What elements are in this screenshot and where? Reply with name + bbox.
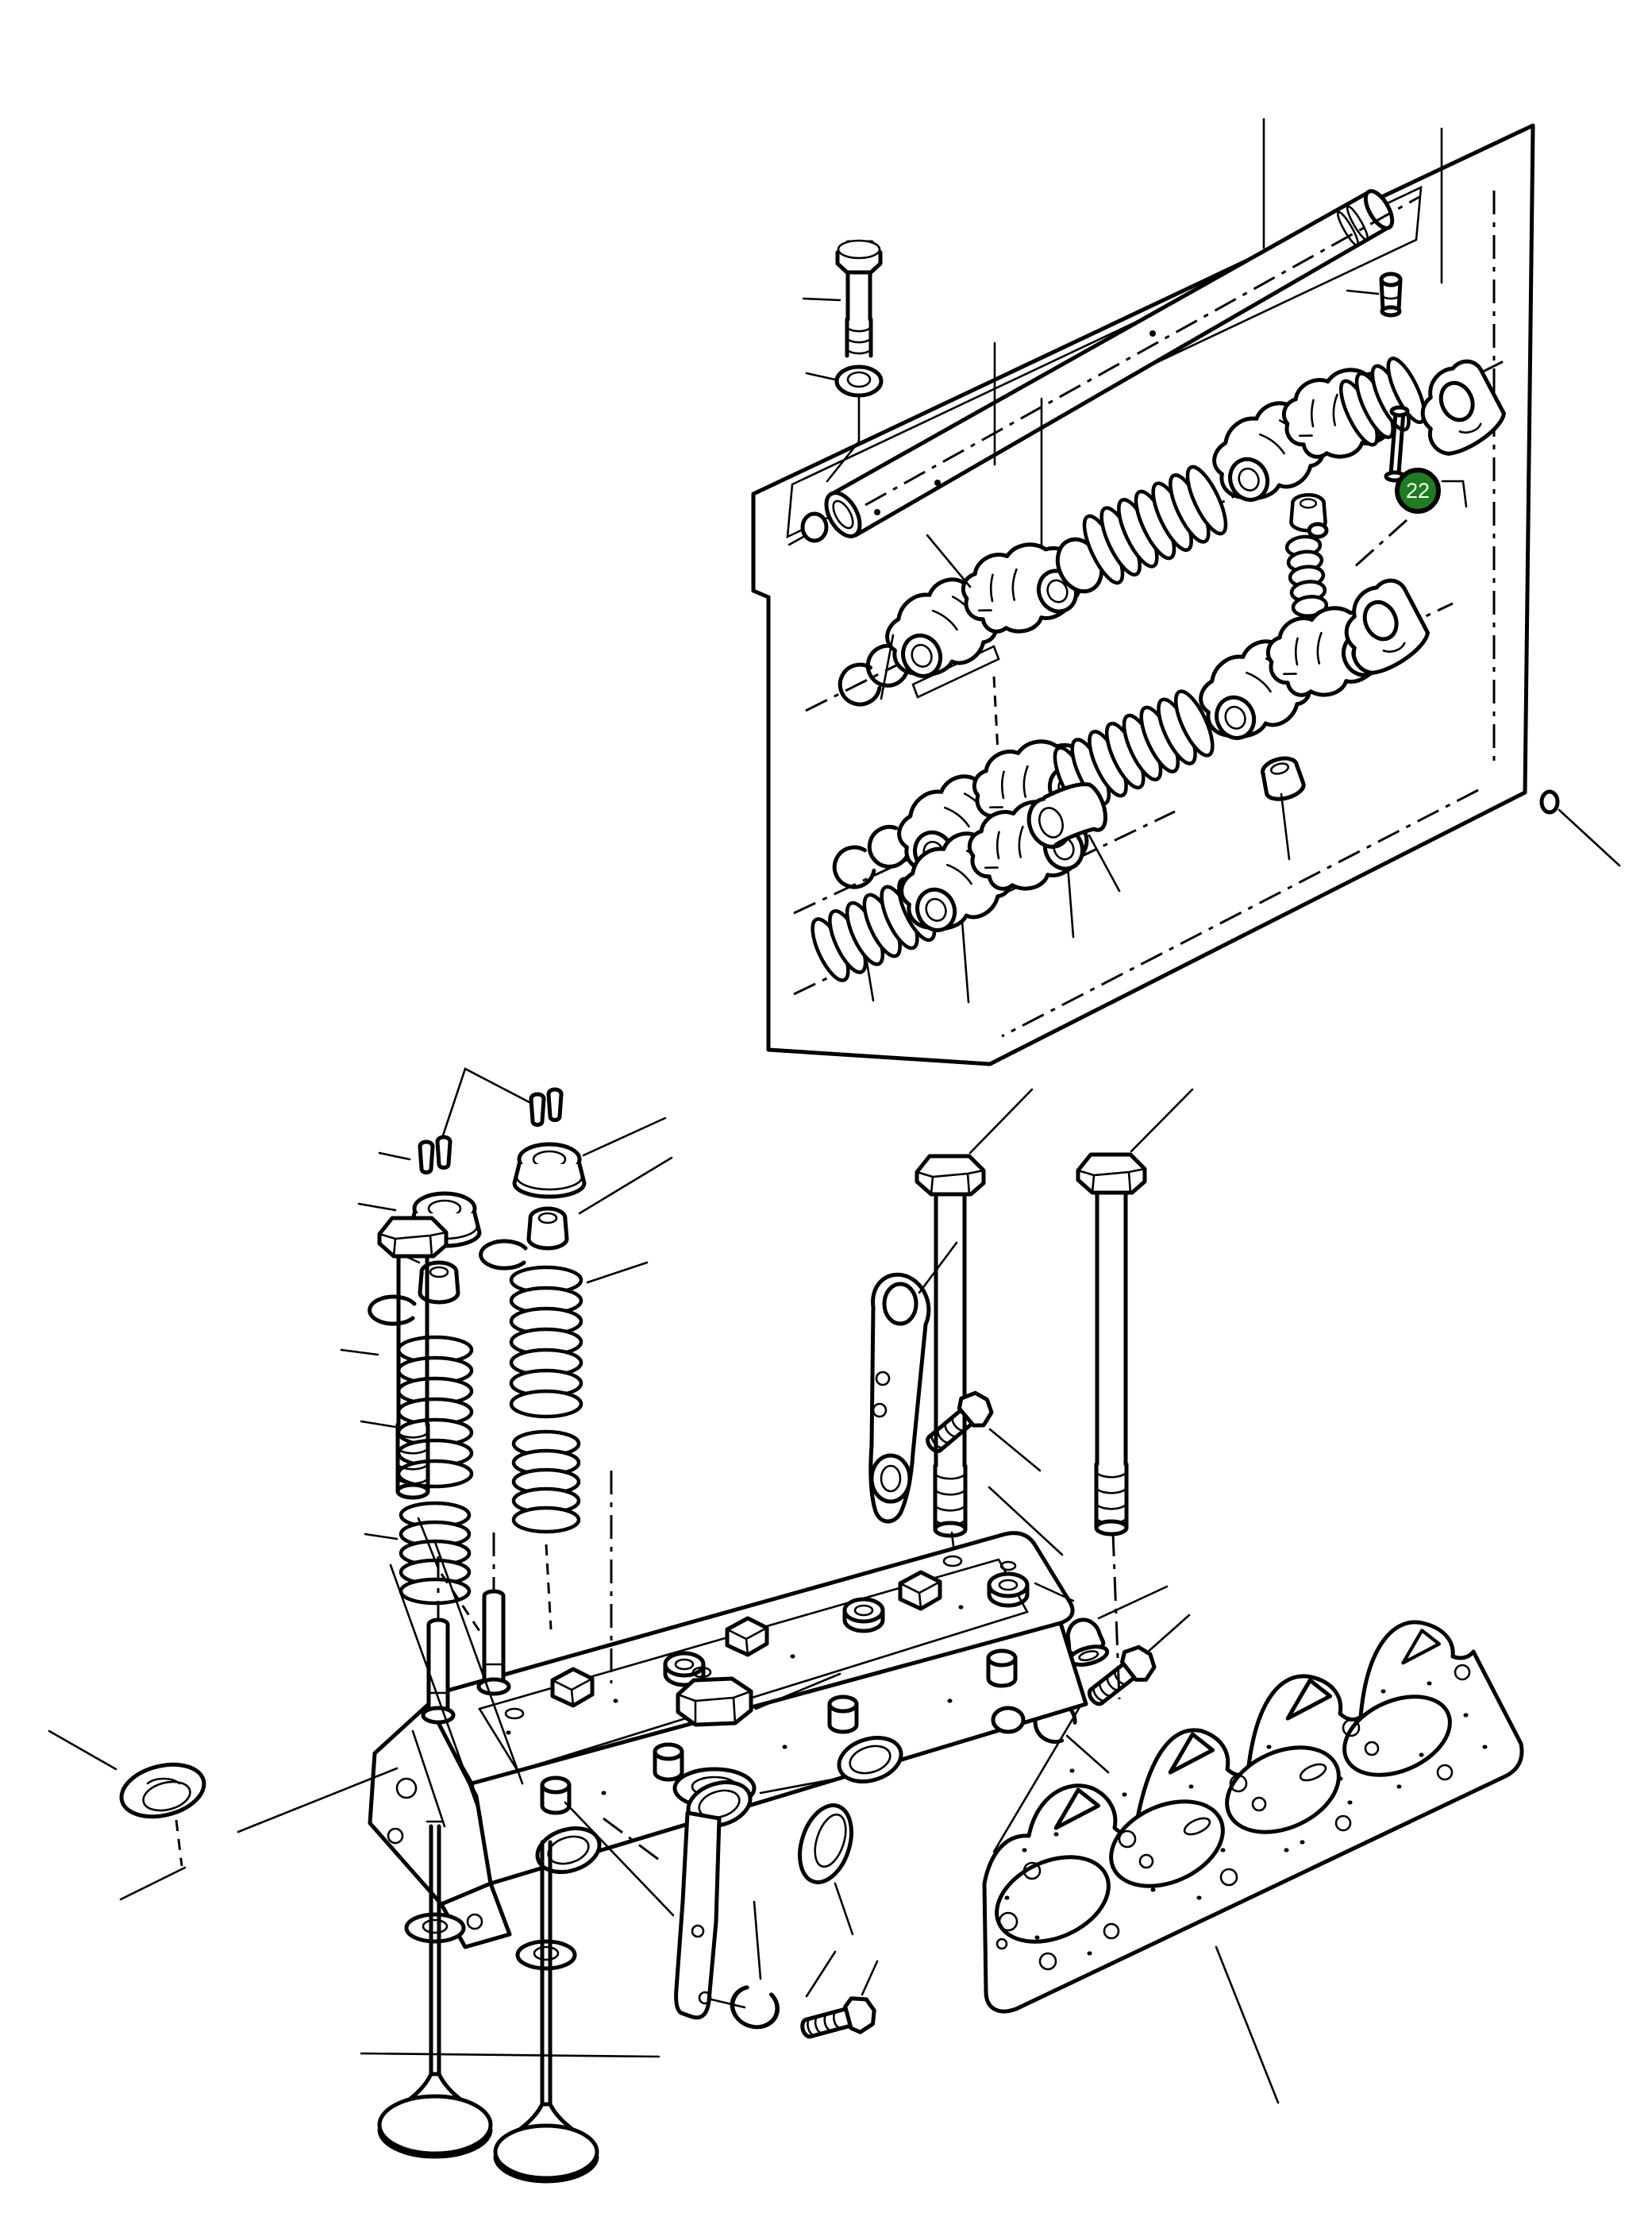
- coolant-port: [991, 1706, 1026, 1734]
- cylinder-bore: [1225, 1745, 1341, 1834]
- stem-cap-and-stud: [1284, 495, 1329, 669]
- rocker-row-upper: [805, 341, 1511, 711]
- stem-seal: [481, 1241, 526, 1268]
- head-bolt: [1078, 1155, 1145, 1534]
- cylinder-head-block: [368, 1471, 1088, 1949]
- leader-fork: [437, 1067, 543, 1151]
- head-gasket: [982, 1620, 1524, 2104]
- stud-boss: [830, 1697, 857, 1732]
- valve-parts-column-left: [357, 1137, 479, 1606]
- hex-plug: [678, 1679, 751, 1725]
- valve-stem-rod: [1384, 405, 1410, 483]
- valve-leader: [360, 2052, 660, 2058]
- rocker-shaft: [824, 189, 1395, 538]
- valve-parts-column-right: [481, 1089, 673, 1534]
- leader-line: [1262, 118, 1443, 284]
- badge-pointer: [1441, 480, 1468, 508]
- part-callout-badge[interactable]: 22: [1395, 468, 1441, 514]
- spring-retainer: [514, 1144, 584, 1197]
- stem-seal: [370, 1297, 414, 1324]
- dowel-pin: [1539, 789, 1621, 867]
- head-bolt: [917, 1156, 984, 1536]
- part-number-label: 22: [1405, 478, 1431, 503]
- support-bracket-plate: [564, 1801, 837, 2020]
- panel-outline: [751, 123, 1535, 1066]
- intake-valve: [377, 1820, 493, 2159]
- valve-spring-outer: [509, 1265, 583, 1419]
- shaft-bolt-washer: [805, 364, 884, 483]
- lifting-bracket: [868, 1241, 958, 1524]
- stud-boss: [542, 1778, 569, 1813]
- valve-spring: [1053, 689, 1215, 814]
- valve-keepers: [420, 1137, 450, 1173]
- shaft-bushing: [1026, 782, 1107, 849]
- exhaust-valve: [493, 1840, 599, 2184]
- seal-ring: [798, 1803, 854, 1936]
- shaft-end-plug: [787, 511, 829, 546]
- adjusting-screw: [1346, 272, 1403, 318]
- valve-spring-inner: [399, 1501, 472, 1606]
- stud-boss: [988, 1651, 1015, 1686]
- valve-spring-outer: [396, 1335, 474, 1489]
- leader-line: [340, 1348, 379, 1356]
- rocker-shaft-bolt: [802, 239, 883, 358]
- cylinder-bore: [1109, 1799, 1225, 1888]
- panel-inner-border: [1001, 191, 1496, 1038]
- stem-cap: [529, 1209, 567, 1248]
- rocker-row-middle: [793, 574, 1454, 1004]
- shaft-centerline: [865, 195, 1420, 507]
- lock-washer: [726, 1983, 782, 2033]
- stud-boss: [655, 1745, 682, 1779]
- rocker-row-bottom: [793, 782, 1176, 996]
- bracket-bolt: [919, 1386, 999, 1460]
- centerline: [1352, 519, 1408, 569]
- valve-keepers: [531, 1089, 561, 1125]
- bracket-bolt: [799, 1994, 879, 2047]
- valve-spring: [1082, 465, 1228, 585]
- cylinder-head-assembly: [48, 1067, 1524, 2184]
- leader-line: [1280, 792, 1291, 861]
- valve-spring-inner: [511, 1429, 581, 1534]
- valve-guide: [479, 1591, 509, 1694]
- rocker-assembly-panel: [751, 118, 1621, 1066]
- cup-plug: [48, 1729, 399, 1901]
